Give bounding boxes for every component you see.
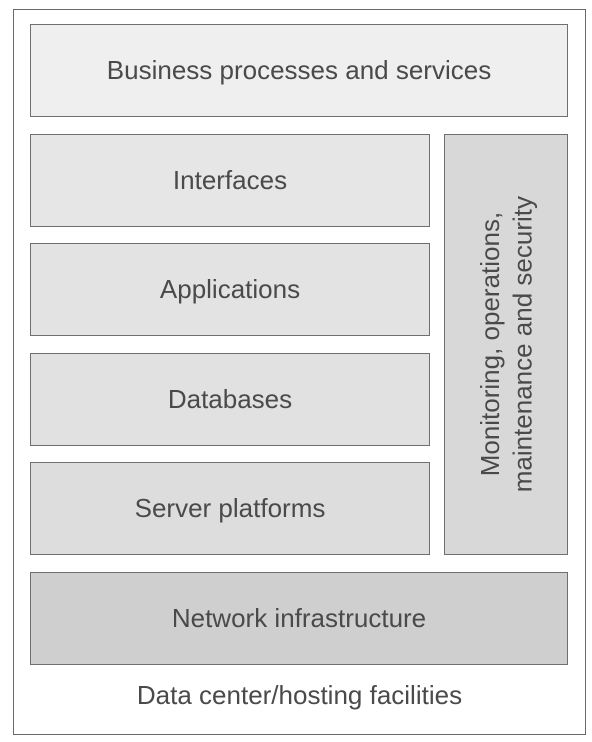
applications-layer: Applications <box>30 243 430 336</box>
business-processes-layer: Business processes and services <box>30 24 568 117</box>
network-infrastructure-layer: Network infrastructure <box>30 572 568 665</box>
network-infrastructure-label: Network infrastructure <box>171 603 427 633</box>
interfaces-layer: Interfaces <box>30 134 430 227</box>
business-processes-label: Business processes and services <box>106 55 492 85</box>
monitoring-label-line-2: maintenance and security <box>507 196 537 493</box>
data-center-label: Data center/hosting facilities <box>136 680 463 710</box>
monitoring-operations-layer: Monitoring, operations, maintenance and … <box>444 134 568 555</box>
server-platforms-label: Server platforms <box>134 493 326 523</box>
server-platforms-layer: Server platforms <box>30 462 430 555</box>
applications-label: Applications <box>159 274 301 304</box>
monitoring-label-line-1: Monitoring, operations, <box>474 212 505 477</box>
databases-layer: Databases <box>30 353 430 446</box>
monitoring-operations-label: Monitoring, operations, maintenance and … <box>474 196 539 492</box>
interfaces-label: Interfaces <box>172 165 288 195</box>
databases-label: Databases <box>167 384 293 414</box>
